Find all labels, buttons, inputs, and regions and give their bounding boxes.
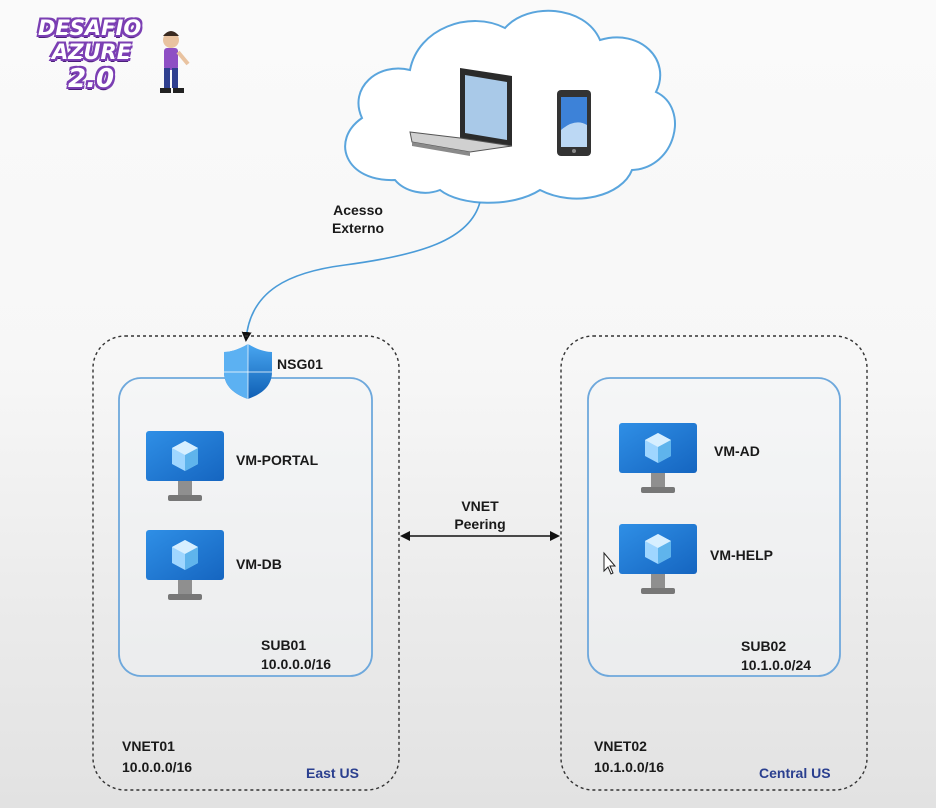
logo-line1: DESAFIO [38,16,142,40]
subnet-name: SUB02 [741,638,787,654]
vnet-name: VNET02 [594,738,647,754]
peering-line1: VNET [461,498,499,514]
logo-line2: AZURE [52,40,132,64]
nsg-label: NSG01 [277,356,323,372]
vnet02-boundary [560,335,868,791]
vnet-cidr: 10.0.0.0/16 [122,759,193,775]
subnet-cidr: 10.1.0.0/24 [741,657,812,673]
vm-label: VM-AD [714,443,760,459]
vm-label: VM-HELP [710,547,773,563]
logo-mascot-icon [160,31,190,93]
shield-icon [224,344,272,399]
vm-icon [619,524,697,594]
peering-label: VNET Peering [440,497,520,533]
mouse-cursor-icon [603,551,617,575]
external-access-label: Acesso Externo [318,201,398,237]
logo: DESAFIO AZURE 2.0 [38,16,168,96]
external-access-connector [241,201,481,342]
external-access-line1: Acesso [333,202,383,218]
subnet-name: SUB01 [261,637,307,653]
vnet01-boundary [92,335,400,791]
subnet-cidr: 10.0.0.0/16 [261,656,332,672]
vnet-cidr: 10.1.0.0/16 [594,759,665,775]
region-label: East US [306,765,359,781]
vnet-name: VNET01 [122,738,175,754]
vm-icon [619,423,697,493]
sub01-boundary [118,377,373,677]
vm-icon [146,431,224,501]
logo-line3: 2.0 [68,64,115,94]
peering-line2: Peering [454,516,506,532]
vm-label: VM-PORTAL [236,452,319,468]
laptop-icon [409,68,513,156]
external-access-line2: Externo [331,220,385,236]
smartphone-icon [557,90,591,156]
vm-icon [146,530,224,600]
region-label: Central US [759,765,831,781]
vm-label: VM-DB [236,556,282,572]
